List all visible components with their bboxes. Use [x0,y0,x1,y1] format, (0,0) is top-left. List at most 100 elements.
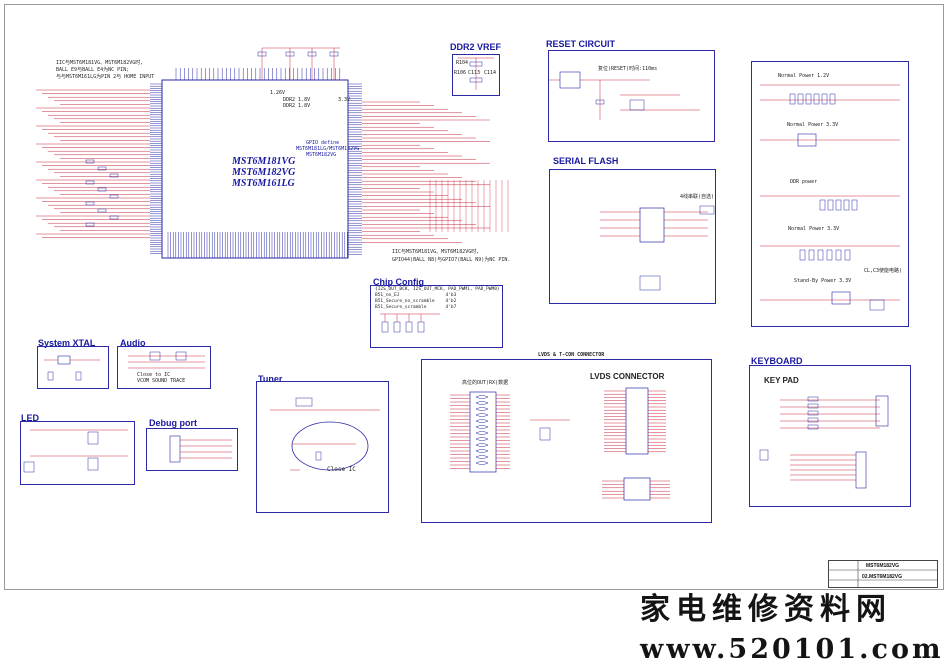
reset-block [548,50,715,142]
capacitor [844,249,851,261]
resistor [807,410,819,416]
transistor [87,457,99,471]
title-block-name: MST6M182VG [866,563,900,569]
twisted-pair [475,413,489,417]
capacitor [835,199,842,211]
resistor [85,222,95,227]
rail-label-4: DDR2 1.8V [283,103,311,109]
power-block [751,61,909,327]
resistor [97,187,107,192]
power-line-3: DDR power [790,179,818,185]
serial-flash-block [549,169,716,304]
resistor [469,77,483,83]
flash-resistor-array [639,275,661,291]
capacitor [257,51,267,57]
tuner-title: Tuner [258,374,283,384]
gpio-note-2: MST6M181LG/MST6M182VG [296,146,360,152]
chip-config-title: Chip Config [373,277,424,287]
chip-config-line-2: B51_no_EJ 4'b3 [375,293,457,298]
tuner-note: Close IC [327,466,356,473]
transistor [539,427,551,441]
chip-config-block [370,285,503,348]
capacitor [869,299,885,311]
main-ic-body [161,79,349,259]
debug-port-block [146,428,238,471]
flash-ic [639,207,665,243]
capacitor [797,93,804,105]
resistor [109,215,119,220]
twisted-pair [475,407,489,411]
chip-name-1: MST6M181VG [232,156,296,167]
led [759,449,769,461]
watermark-cn: 家电维修资料网 [640,592,892,627]
capacitor [285,51,295,57]
resistor [85,159,95,164]
capacitor [75,371,82,381]
twisted-pair [475,395,489,399]
resistor [807,424,819,430]
debug-port-title: Debug port [149,418,197,428]
left-note-1: IIC与MST6M181VG、MST6M182VG时, [56,60,144,66]
power-line-5: Stand-By Power 3.3V [794,278,852,284]
left-note-3: 与与MST6M161LG为PIN 2与 HOME INPUT [56,74,155,80]
capacitor [835,249,842,261]
resistor [97,208,107,213]
ddr2-vref-title: DDR2 VREF [450,42,502,52]
resistor [807,417,819,423]
tuner-connector [295,397,313,407]
resistor [807,403,819,409]
power-note: CL,C3使能电路) [864,268,903,274]
capacitor [813,93,820,105]
capacitor [149,351,161,361]
audio-note-2: VCOM SOUND TRACE [137,378,186,384]
audio-block [117,346,211,389]
twisted-pair [475,461,489,465]
led-block [20,421,135,485]
debug-header [169,435,181,463]
capacitor [826,249,833,261]
title-block [828,560,938,588]
capacitor [799,249,806,261]
lvds-left-note: 高位的OUT(RX)数据 [462,380,509,386]
reset-title: RESET CIRCUIT [546,39,616,49]
rail-label-2: DDR2 1.8V [283,97,311,103]
regulator [797,133,817,147]
capacitor [829,93,836,105]
tuner-ellipse [291,421,369,471]
ddr2-part-c114: C114 [484,70,497,76]
power-line-1: Normal Power 1.2V [778,73,830,79]
chip-config-line-1: {I2S_OUT_BCK, I2S_OUT_MCK, PAD_PWM1, PAD… [375,287,500,292]
led [23,461,35,473]
key-connector [875,395,889,427]
capacitor [851,199,858,211]
chip-name-3: MST6M161LG [232,178,295,189]
capacitor [808,249,815,261]
ddr2-part-c113: C113 [468,70,481,76]
left-note-2: BALL E9与BALL E4为NC PIN; [56,67,130,73]
system-xtal-block [37,346,109,389]
capacitor [843,199,850,211]
capacitor [315,451,322,461]
transistor [87,431,99,445]
twisted-pair [475,419,489,423]
keyboard-title: KEYBOARD [751,356,803,366]
resistor [97,166,107,171]
resistor [85,180,95,185]
power-line-2: Normal Power 3.3V [787,122,839,128]
led-title: LED [21,413,39,423]
twisted-pair [475,431,489,435]
audio-title: Audio [120,338,146,348]
audio-note-1: Close to IC [137,372,171,378]
twisted-pair [475,455,489,459]
capacitor [817,249,824,261]
power-line-4: Normal Power 3.3V [788,226,840,232]
keyboard-block [749,365,911,507]
chip-name-2: MST6M182VG [232,167,296,178]
resistor [469,61,483,67]
rail-label-3: 3.3V [338,97,351,103]
resistor [175,351,187,361]
system-xtal-title: System XTAL [38,338,96,348]
twisted-pair [475,443,489,447]
lvds-subtitle: LVDS CONNECTOR [590,372,665,381]
keyboard-subtitle: KEY PAD [764,376,799,385]
